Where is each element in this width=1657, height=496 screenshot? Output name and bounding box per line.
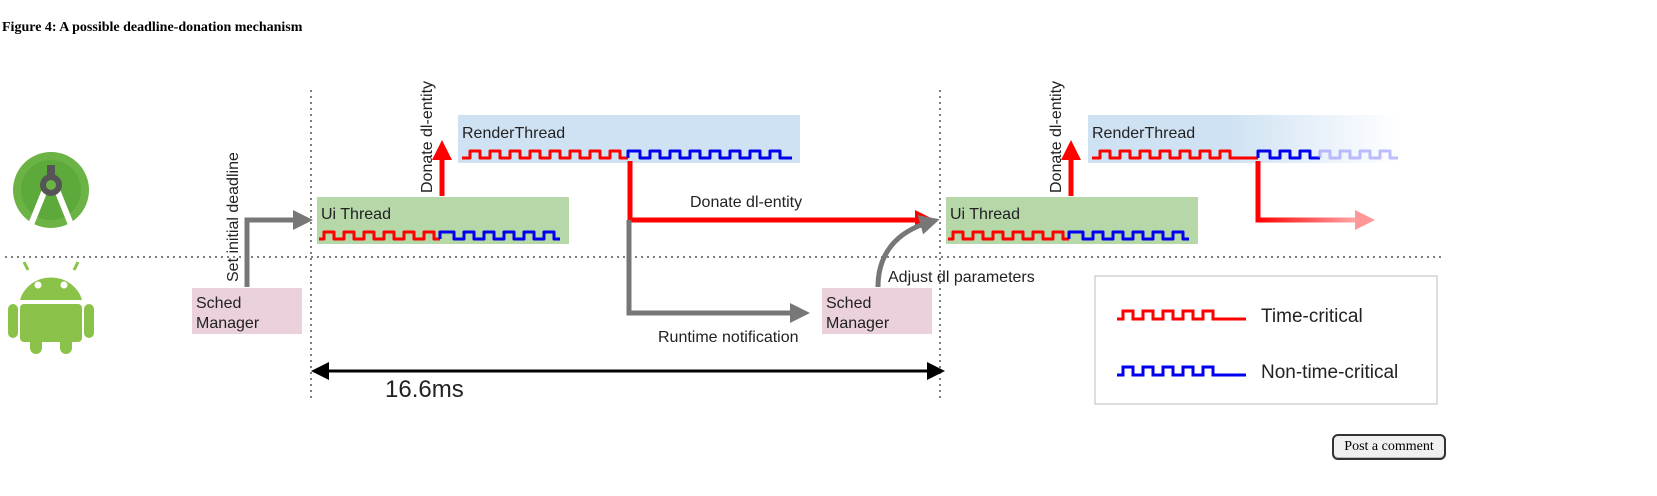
legend-time-critical-label: Time-critical [1261, 306, 1363, 327]
ui-thread-label: Ui Thread [950, 206, 1020, 223]
donate-arrow-right [627, 161, 935, 230]
donate-vertical-label-2: Donate dl-entity [1048, 81, 1065, 193]
donate-vertical-label-1: Donate dl-entity [419, 81, 436, 193]
non-time-critical-wave [1067, 230, 1189, 241]
time-critical-wave [1092, 149, 1258, 160]
sched-label-line1: Sched [196, 295, 241, 312]
runtime-notification-label: Runtime notification [658, 329, 799, 346]
render-thread-box-1: RenderThread [458, 115, 800, 163]
legend: Time-critical Non-time-critical [1094, 275, 1438, 405]
non-time-critical-wave [1256, 149, 1320, 160]
sched-label-line2: Manager [826, 315, 890, 332]
set-deadline-arrow [244, 210, 313, 287]
duration-label: 16.6ms [385, 376, 464, 403]
donate-arrow-fade [1255, 161, 1355, 223]
time-critical-wave [948, 230, 1069, 241]
runtime-notification-arrow [626, 220, 810, 323]
adjust-dl-arrow [875, 215, 940, 288]
non-time-critical-wave-fade [1318, 149, 1398, 160]
figure-caption: Figure 4: A possible deadline-donation m… [2, 20, 303, 35]
android-robot-icon [8, 261, 94, 354]
legend-time-critical-swatch [1117, 309, 1246, 321]
adjust-dl-label: Adjust dl parameters [888, 269, 1035, 286]
time-critical-wave [319, 230, 440, 241]
non-time-critical-wave [438, 230, 560, 241]
ui-thread-box-2: Ui Thread [946, 197, 1198, 244]
set-initial-deadline-label: Set initial deadline [225, 152, 242, 282]
non-time-critical-wave [626, 149, 792, 160]
android-studio-icon [13, 152, 89, 235]
sched-label-line2: Manager [196, 315, 260, 332]
render-thread-label: RenderThread [462, 125, 565, 142]
sched-manager-box-2: Sched Manager [822, 288, 932, 334]
post-comment-button[interactable]: Post a comment [1332, 434, 1446, 460]
time-critical-wave [462, 149, 628, 160]
render-thread-label: RenderThread [1092, 125, 1195, 142]
legend-non-time-critical-swatch [1117, 365, 1246, 377]
sched-manager-box-1: Sched Manager [192, 288, 302, 334]
ui-thread-box-1: Ui Thread [317, 197, 569, 244]
ui-thread-label: Ui Thread [321, 206, 391, 223]
sched-label-line1: Sched [826, 295, 871, 312]
donate-arrow-fade-head [1355, 210, 1375, 230]
legend-non-time-critical-label: Non-time-critical [1261, 362, 1398, 383]
donate-horizontal-label: Donate dl-entity [690, 194, 802, 211]
render-thread-box-2: RenderThread [1088, 115, 1400, 163]
